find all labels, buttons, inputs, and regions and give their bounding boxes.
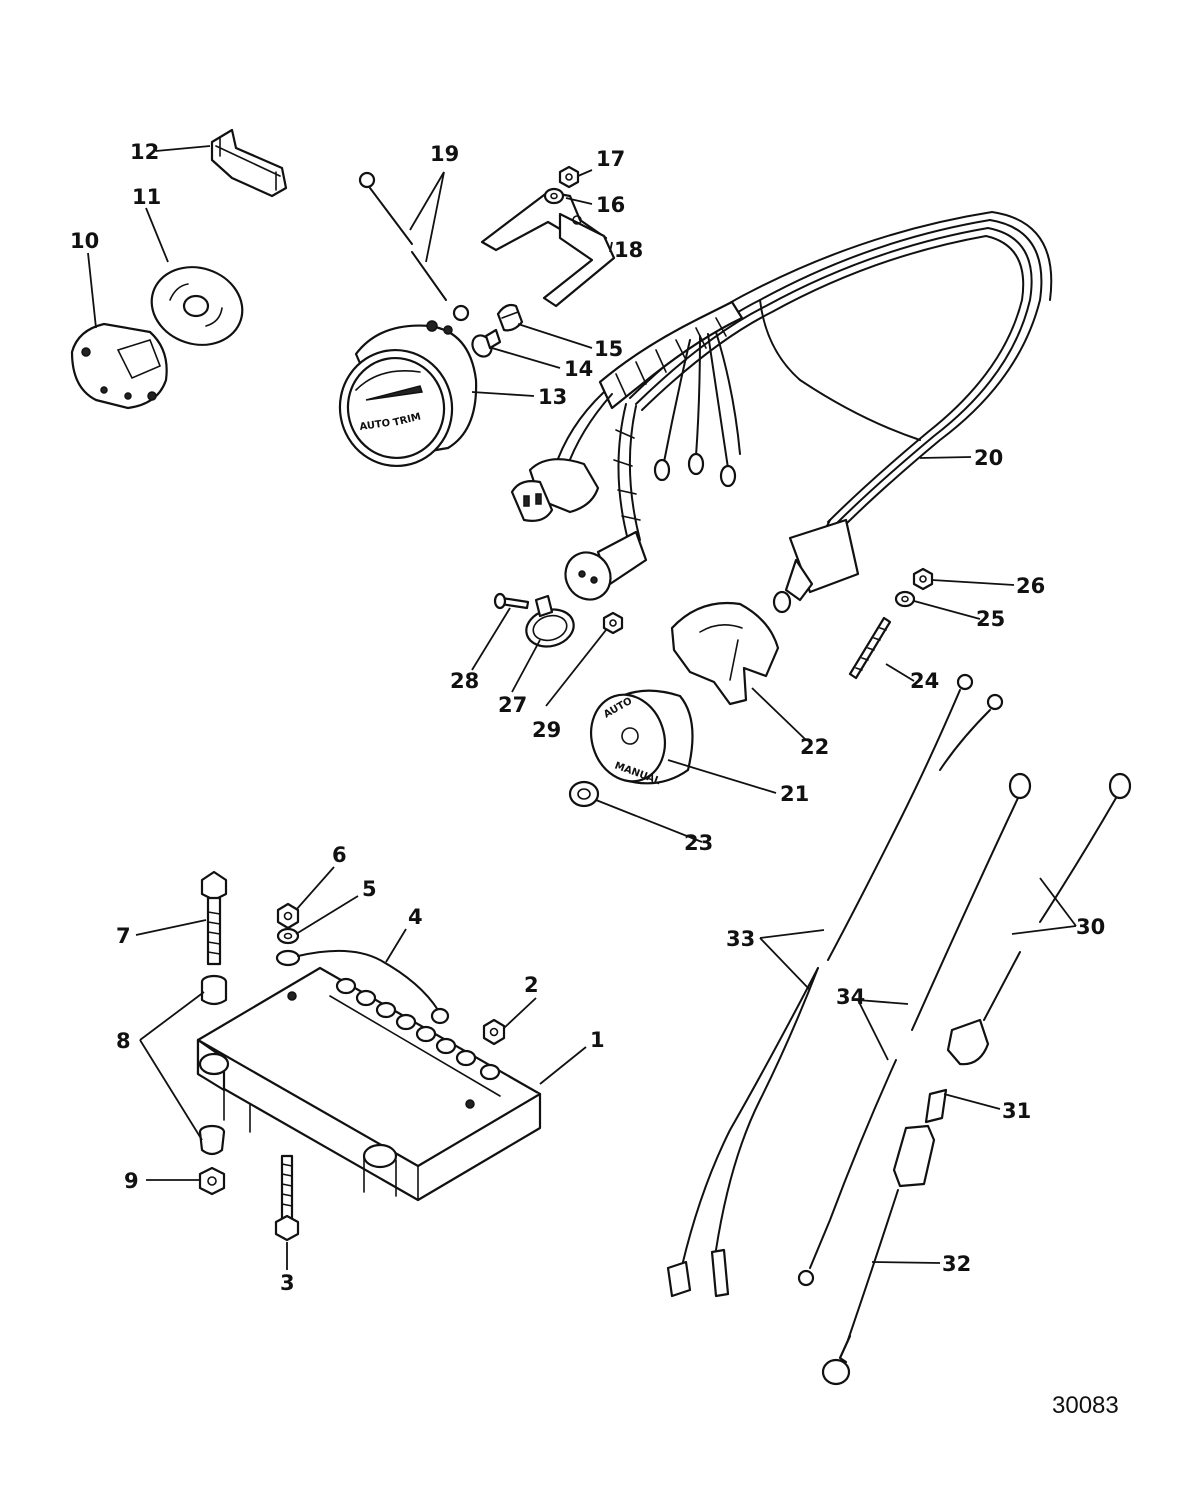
callout-7: 7: [116, 924, 131, 948]
callout-8: 8: [116, 1029, 131, 1053]
callout-23: 23: [684, 831, 713, 855]
callout-30: 30: [1076, 915, 1105, 939]
part-20-wiring-harness: [510, 210, 1053, 614]
callout-27: 27: [498, 693, 527, 717]
part-8-sleeve-lower: [198, 1124, 226, 1156]
part-26-nut: [912, 567, 934, 591]
part-14-bulb: [471, 328, 502, 358]
callout-5: 5: [362, 877, 377, 901]
callout-2: 2: [524, 973, 539, 997]
part-6-nut: [276, 902, 300, 930]
part-7-bolt: [200, 870, 228, 966]
part-28-screw: [493, 592, 530, 610]
part-22-switch-bracket: [670, 602, 780, 706]
part-18-mounting-bracket: [480, 190, 616, 308]
callout-22: 22: [800, 735, 829, 759]
part-34-leads: [797, 772, 1032, 1287]
callout-9: 9: [124, 1169, 139, 1193]
callout-3: 3: [280, 1271, 295, 1295]
callout-12: 12: [130, 140, 159, 164]
callout-4: 4: [408, 905, 423, 929]
callout-11: 11: [132, 185, 161, 209]
gauge-face-text-1: AUTO: [359, 418, 391, 433]
leader-lines: [87, 145, 1077, 1270]
part-4-ground-lead: [275, 949, 450, 1025]
part-31-fuse: [924, 1088, 948, 1124]
part-33-leads: [666, 673, 1004, 1298]
callout-1: 1: [590, 1028, 605, 1052]
part-23-nut: [568, 780, 600, 808]
callout-16: 16: [596, 193, 625, 217]
part-21-switch-cover: AUTO MANUAL: [590, 689, 694, 787]
callout-25: 25: [976, 607, 1005, 631]
part-3-bolt: [274, 1154, 300, 1242]
callout-21: 21: [780, 782, 809, 806]
callout-24: 24: [910, 669, 939, 693]
callout-labels: 1 2 3 4 5 6 7 8 9 10 11 12 13 14 15 16 1…: [70, 140, 1105, 1295]
part-32-fuse-holder-lead: [821, 1124, 936, 1386]
callout-32: 32: [942, 1252, 971, 1276]
part-13-trim-gauge: AUTO TRIM: [338, 320, 478, 468]
part-29-nut: [602, 611, 624, 635]
callout-33: 33: [726, 927, 755, 951]
callout-31: 31: [1002, 1099, 1031, 1123]
part-25-washer: [894, 590, 916, 608]
callout-29: 29: [532, 718, 561, 742]
part-11-gasket: [150, 266, 244, 346]
part-12-bracket-clip: [210, 128, 288, 198]
callout-19: 19: [430, 142, 459, 166]
part-19-jumper-leads: [358, 171, 470, 322]
part-9-nut: [198, 1166, 226, 1196]
callout-26: 26: [1016, 574, 1045, 598]
callout-14: 14: [564, 357, 593, 381]
callout-18: 18: [614, 238, 643, 262]
part-16-washer: [543, 187, 565, 205]
callout-28: 28: [450, 669, 479, 693]
part-1-control-module: [196, 966, 542, 1202]
figure-reference-number: 30083: [1052, 1392, 1119, 1419]
part-2-nut: [482, 1018, 506, 1046]
part-15-lamp-socket: [496, 303, 524, 332]
part-30-fuse-holder: [946, 772, 1132, 1066]
part-17-nut: [558, 165, 580, 189]
callout-20: 20: [974, 446, 1003, 470]
part-8-sleeve-upper: [200, 974, 228, 1006]
part-10-sender-base: [70, 322, 168, 410]
callout-10: 10: [70, 229, 99, 253]
callout-15: 15: [594, 337, 623, 361]
part-24-screw: [848, 616, 892, 680]
callout-6: 6: [332, 843, 347, 867]
callout-34: 34: [836, 985, 865, 1009]
callout-13: 13: [538, 385, 567, 409]
part-5-washer: [276, 927, 300, 945]
module-terminal-row: [329, 977, 501, 1097]
part-27-clamp: [525, 594, 575, 648]
callout-17: 17: [596, 147, 625, 171]
